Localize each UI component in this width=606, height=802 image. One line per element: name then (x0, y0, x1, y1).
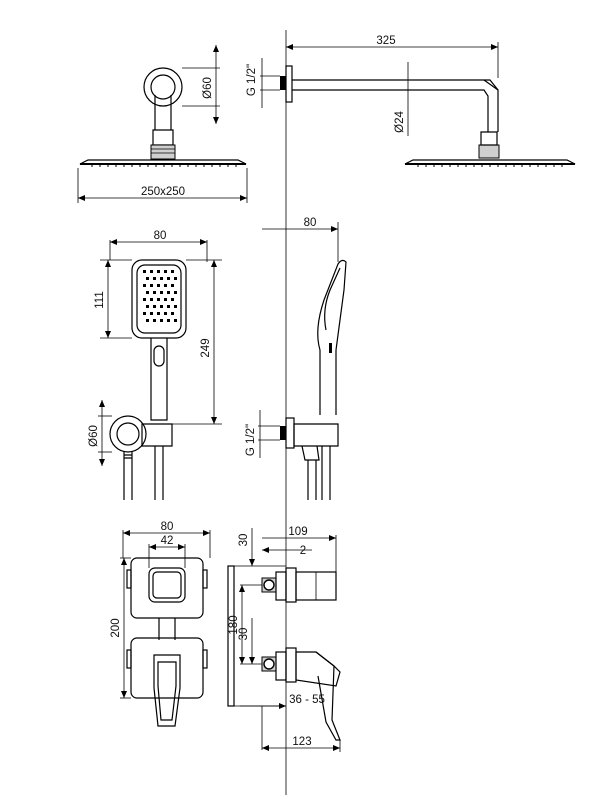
mixer-spacing-label: 180 (228, 615, 240, 634)
hand-shower-side-view: 80 G 1/2" (245, 217, 347, 500)
mixer-lower-label: 30 (238, 628, 250, 641)
plate-size-label: 250x250 (141, 186, 185, 198)
mixer-width-label: 80 (161, 521, 174, 533)
arm-length-label: 325 (376, 35, 395, 47)
mixer-depth-label: 109 (288, 526, 307, 538)
mixer-front-view: 80 42 200 (110, 521, 211, 727)
mixer-top-label: 30 (238, 534, 250, 547)
mixer-offset-label: 2 (300, 545, 306, 557)
holder-diameter-label: Ø60 (88, 425, 100, 447)
spray-nozzles (143, 270, 177, 322)
head-diameter-label: Ø60 (202, 77, 214, 99)
arm-diameter-label: Ø24 (394, 111, 406, 133)
hand-width-label: 80 (154, 230, 167, 242)
mixer-inner-width-label: 42 (161, 535, 174, 547)
nozzle-row (91, 164, 237, 167)
hand-thread-label: G 1/2" (245, 424, 257, 456)
head-thread-label: G 1/2" (246, 64, 258, 96)
hand-head-height-label: 111 (94, 291, 106, 308)
hand-side-depth-label: 80 (304, 217, 317, 229)
hand-shower-front-view: 80 111 249 Ø60 (88, 230, 222, 500)
head-shower-front-view: Ø60 250x250 (77, 45, 248, 203)
mixer-lever-depth-label: 123 (292, 736, 311, 748)
hand-total-height-label: 249 (200, 338, 212, 357)
head-shower-side-view: 325 G 1/2" Ø24 (246, 35, 576, 167)
mixer-side-view: 109 2 30 180 30 36 - 55 123 (227, 526, 341, 752)
mixer-height-label: 200 (110, 618, 122, 637)
mixer-range-label: 36 - 55 (289, 694, 325, 706)
